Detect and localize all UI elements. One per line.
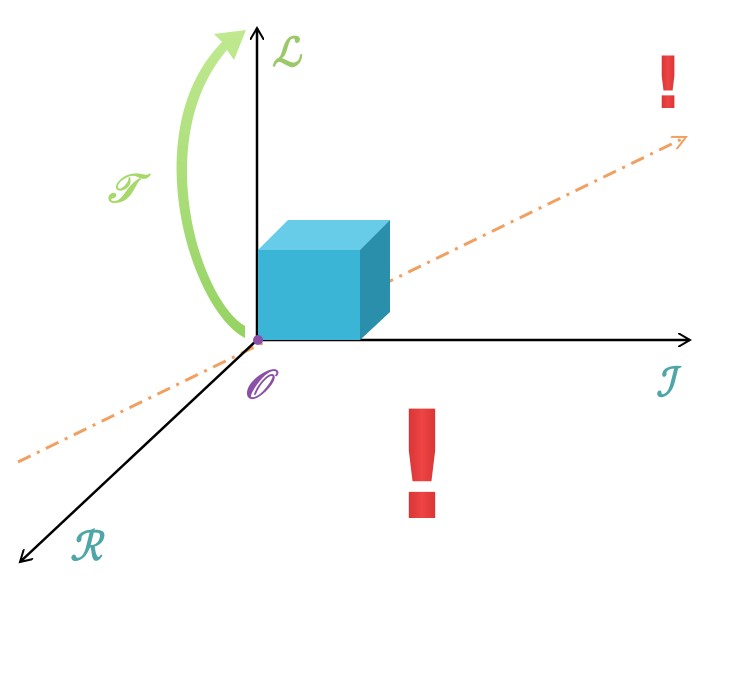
cube-side-face xyxy=(360,220,390,340)
cube-front-face xyxy=(258,250,360,340)
depth-axis-label: ℛ xyxy=(70,523,105,570)
origin-label: 𝒪 xyxy=(244,361,279,408)
cube xyxy=(258,220,390,340)
cube-top-face xyxy=(258,220,390,250)
exclamation-large-icon: ! xyxy=(388,380,456,554)
depth-axis xyxy=(20,339,258,562)
origin-point xyxy=(253,335,263,345)
exclamation-small-icon: ! xyxy=(652,41,685,125)
vertical-axis-label: ℒ xyxy=(272,29,303,76)
rotation-label: 𝒯 xyxy=(107,165,151,212)
svg-text:!: ! xyxy=(388,380,456,554)
horizontal-axis-label: ℐ xyxy=(656,359,683,406)
svg-text:!: ! xyxy=(652,41,685,125)
rotation-arrow xyxy=(176,30,246,338)
